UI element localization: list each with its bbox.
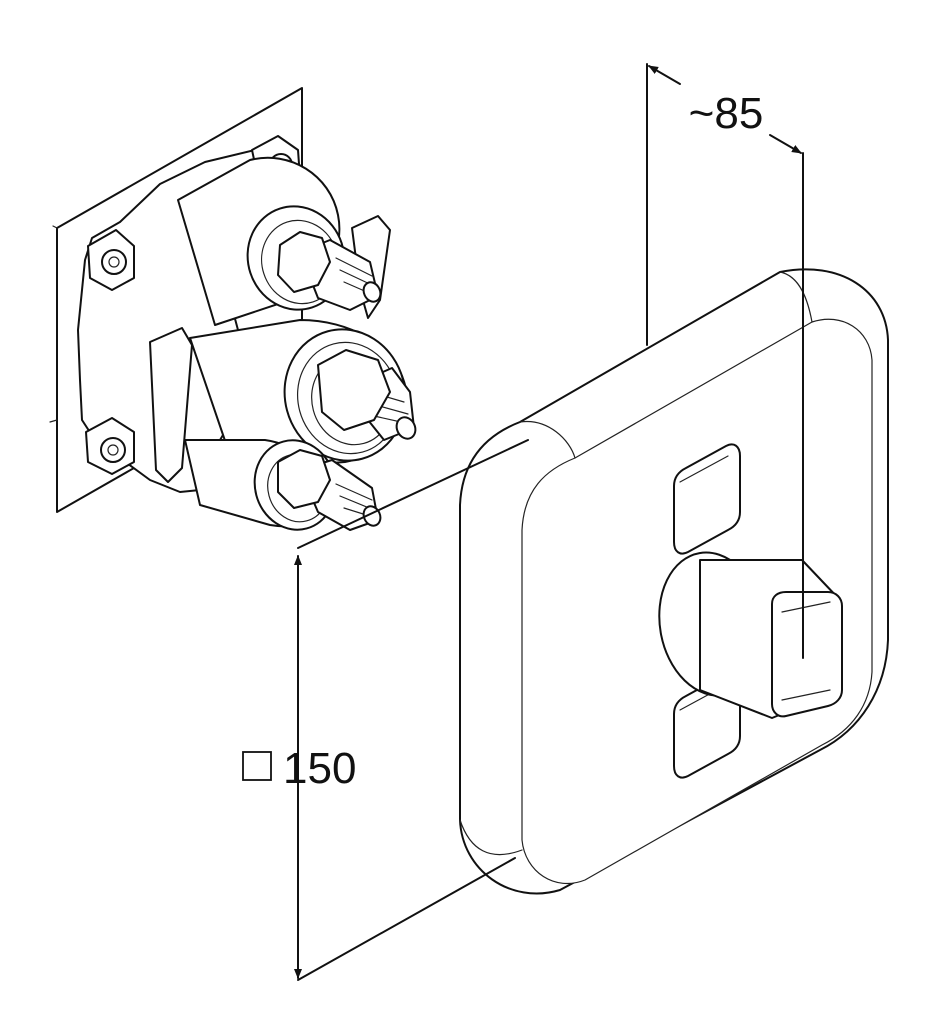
side-clip-middle xyxy=(149,327,193,483)
square-size-symbol xyxy=(242,751,272,781)
depth-dimension-arrow-left xyxy=(648,65,681,85)
depth-dimension: ~85 xyxy=(646,63,804,659)
upper-indicator-slot xyxy=(673,443,741,555)
mounting-tab-top-left xyxy=(87,229,135,291)
size-extension-line-bottom xyxy=(297,857,516,981)
depth-dimension-arrow-right xyxy=(769,134,802,154)
size-extension-line-top xyxy=(297,439,529,549)
rough-in-valve-body xyxy=(49,87,417,531)
lower-hex-nut xyxy=(277,449,331,509)
size-dimension: 150 xyxy=(242,439,529,981)
control-knob xyxy=(658,551,843,719)
depth-dimension-label: ~85 xyxy=(689,89,764,138)
size-dimension-label: 150 xyxy=(283,744,356,793)
trim-plate xyxy=(459,268,889,895)
mounting-tab-bottom-left xyxy=(85,417,135,475)
center-hex-nut xyxy=(317,349,391,431)
upper-hex-nut xyxy=(277,231,331,293)
